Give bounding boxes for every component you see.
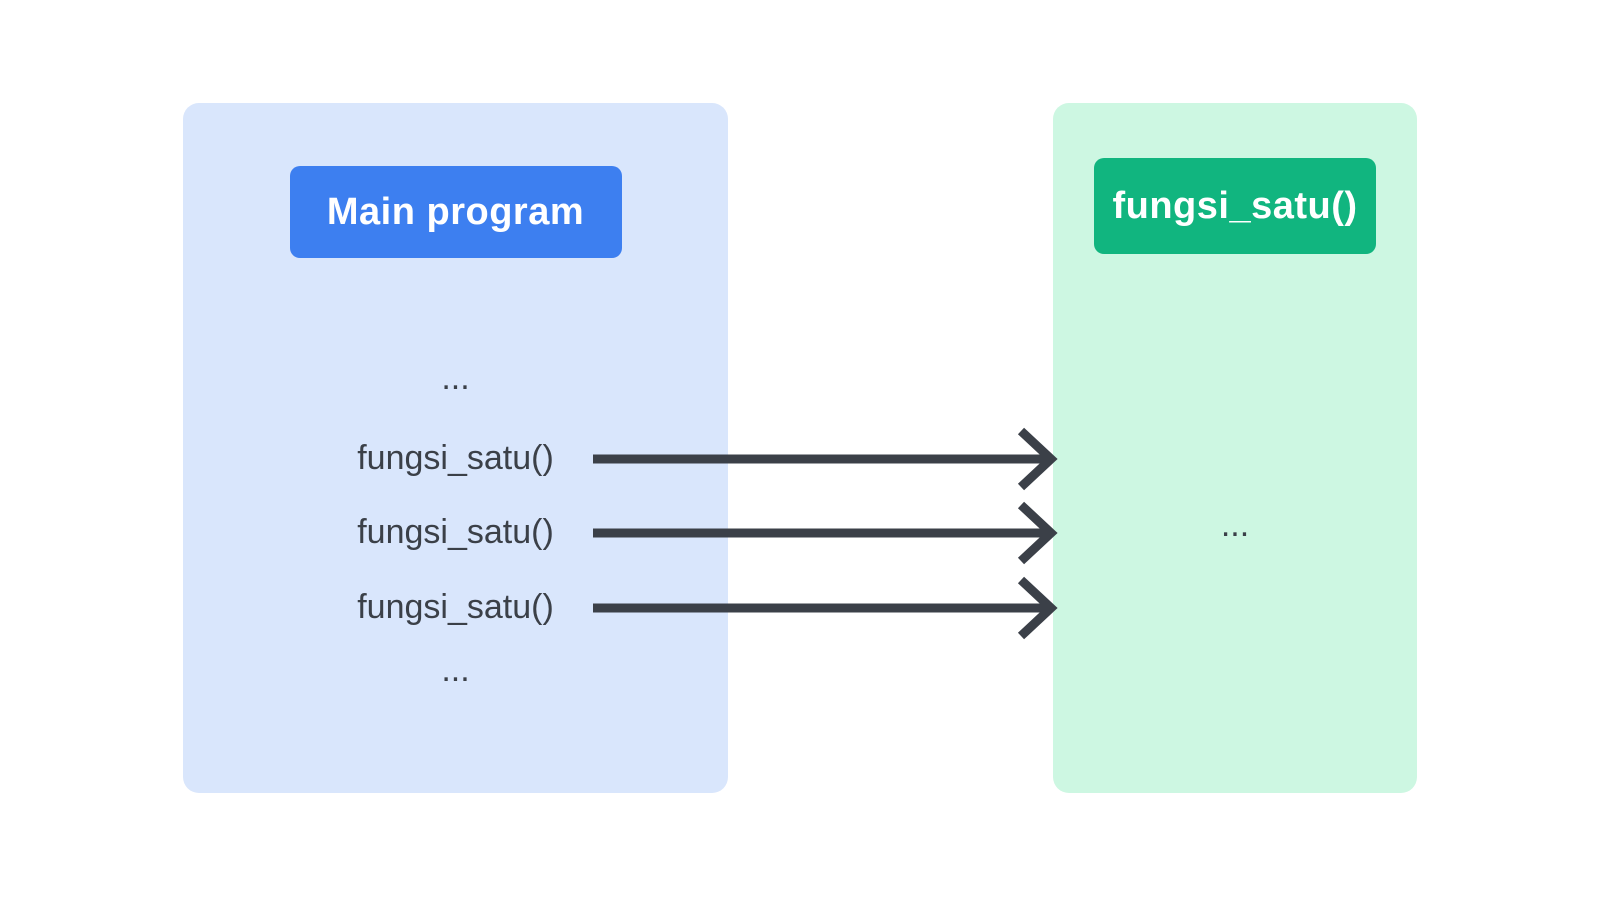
main-program-title: Main program xyxy=(326,190,585,233)
function-call-line: fungsi_satu() xyxy=(357,588,554,626)
function-panel: fungsi_satu() ... xyxy=(1053,103,1417,793)
ellipsis-line: ... xyxy=(441,359,470,397)
function-call-line: fungsi_satu() xyxy=(357,439,554,477)
function-body-ellipsis: ... xyxy=(1220,506,1250,544)
function-call-line: fungsi_satu() xyxy=(357,513,554,551)
main-program-panel: Main program ... fungsi_satu() fungsi_sa… xyxy=(183,103,728,793)
ellipsis-line: ... xyxy=(441,651,470,689)
function-header: fungsi_satu() xyxy=(1094,158,1376,254)
main-program-header: Main program xyxy=(289,166,622,258)
function-title: fungsi_satu() xyxy=(1112,184,1358,227)
